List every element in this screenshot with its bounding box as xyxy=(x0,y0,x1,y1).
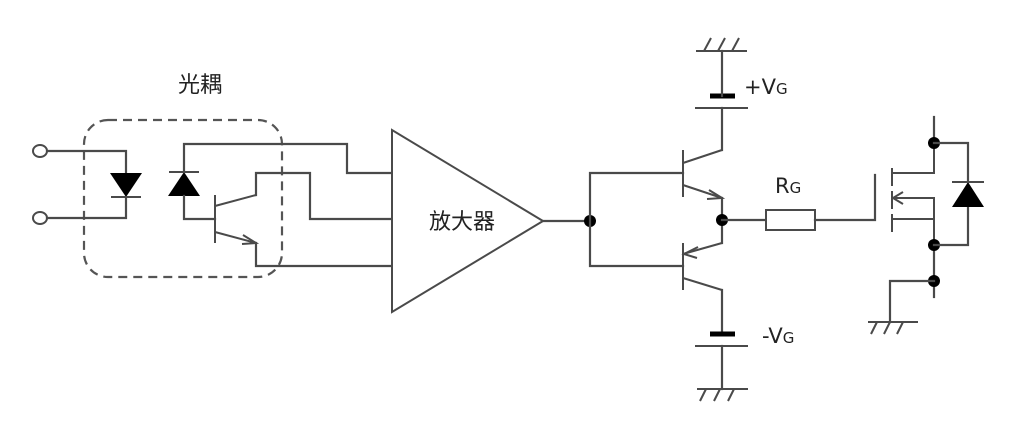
freewheel-diode-icon xyxy=(952,181,984,207)
gate-wire xyxy=(813,173,877,222)
pos-supply-label: +VG xyxy=(744,75,788,99)
pnp-transistor-icon xyxy=(681,242,723,291)
optocoupler-boundary xyxy=(82,118,284,279)
led-anode-wire xyxy=(45,149,128,174)
npn-transistor-icon xyxy=(682,149,726,200)
mosfet-ground-wire xyxy=(888,279,936,324)
photodiode-icon xyxy=(168,171,200,196)
input-terminal-2 xyxy=(32,211,48,225)
mosfet-icon xyxy=(891,143,935,246)
pos-supply-battery-icon xyxy=(695,49,748,109)
diode-cathode-wire xyxy=(932,141,970,184)
phototransistor-collector-wire xyxy=(254,171,394,221)
ground-icon xyxy=(697,388,748,402)
photodiode-anode-wire xyxy=(182,194,217,221)
push-pull-base-wire xyxy=(588,171,685,268)
phototransistor-emitter-wire xyxy=(254,241,394,268)
led-diode-icon xyxy=(110,173,142,198)
optocoupler-label: 光耦 xyxy=(178,73,222,98)
led-cathode-wire xyxy=(45,195,128,220)
amplifier-label: 放大器 xyxy=(429,210,495,235)
input-terminal-1 xyxy=(32,144,48,158)
ground-icon xyxy=(696,37,747,52)
phototransistor-icon xyxy=(214,194,260,245)
photodiode-cathode-wire xyxy=(182,142,394,175)
gate-resistor-label: RG xyxy=(775,174,801,198)
neg-supply-label: -VG xyxy=(762,324,794,348)
amplifier-triangle xyxy=(391,128,545,314)
gate-resistor-icon xyxy=(765,209,816,231)
ground-icon xyxy=(868,321,918,335)
neg-supply-battery-icon xyxy=(695,331,748,391)
diode-anode-wire xyxy=(932,205,970,247)
